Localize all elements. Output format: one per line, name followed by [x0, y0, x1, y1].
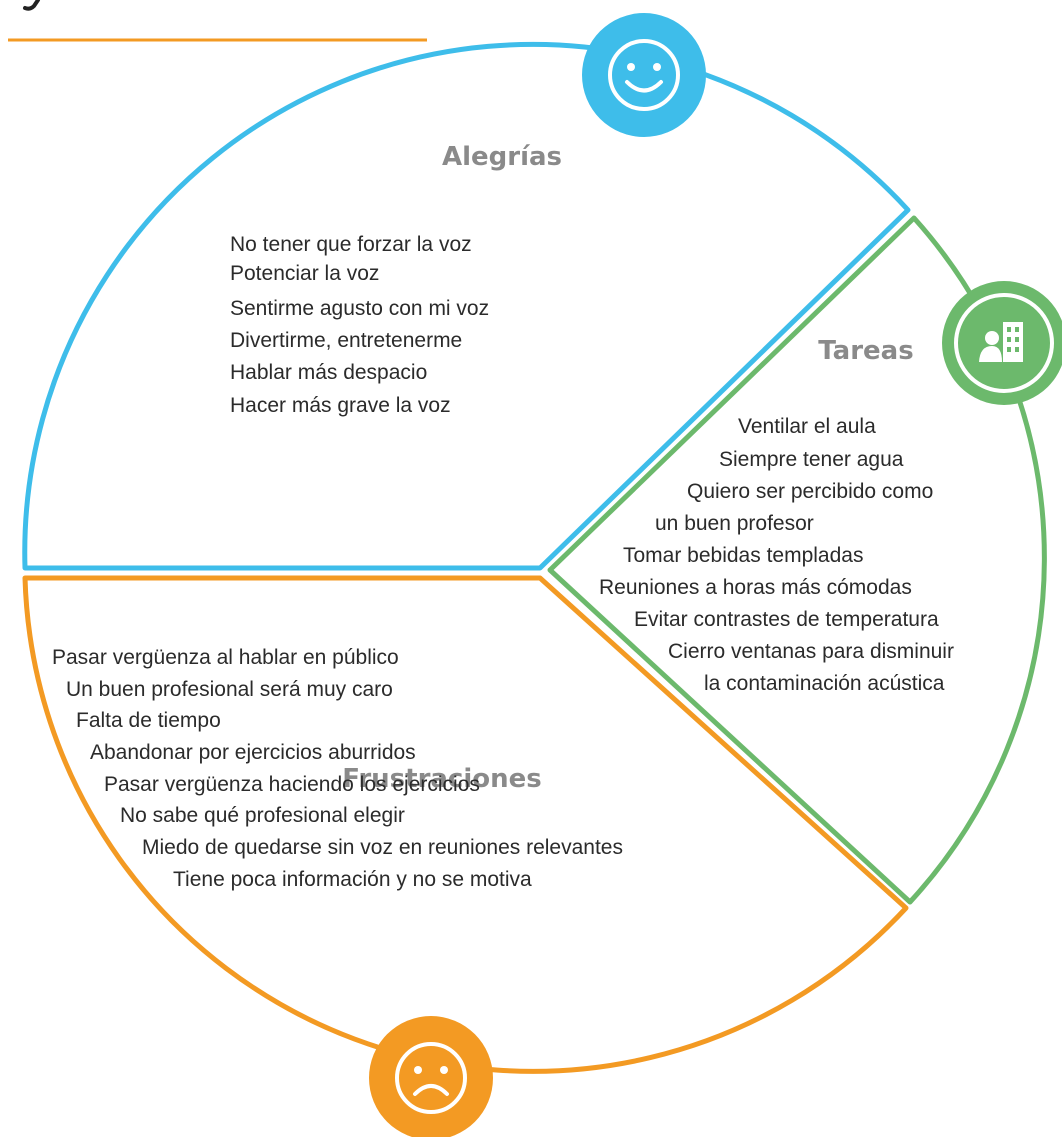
frustraciones-title: Frustraciones — [342, 764, 542, 794]
frustraciones-item: Miedo de quedarse sin voz en reuniones r… — [142, 836, 623, 859]
frustraciones-item: Pasar vergüenza haciendo los ejercicios — [104, 773, 480, 796]
tareas-item: la contaminación acústica — [704, 672, 945, 695]
tareas-item: Evitar contrastes de temperatura — [634, 608, 939, 631]
alegrias-title: Alegrías — [442, 142, 562, 172]
tareas-item: Quiero ser percibido como — [687, 480, 933, 503]
frustraciones-item: Pasar vergüenza al hablar en público — [52, 646, 399, 669]
heading-fragment-icon — [23, 0, 40, 11]
tareas-item: Ventilar el aula — [738, 415, 876, 438]
tareas-item: un buen profesor — [655, 512, 814, 535]
frustraciones-item: Falta de tiempo — [76, 709, 221, 732]
frustraciones-item: Abandonar por ejercicios aburridos — [90, 741, 416, 764]
frustraciones-region — [22, 575, 909, 1074]
alegrias-item: Sentirme agusto con mi voz — [230, 297, 489, 320]
frustraciones-item: Tiene poca información y no se motiva — [173, 868, 532, 891]
tareas-item: Cierro ventanas para disminuir — [668, 640, 954, 663]
tareas-title: Tareas — [818, 336, 913, 366]
alegrias-region — [22, 42, 911, 571]
sad-face-icon — [369, 1016, 493, 1137]
person-building-icon — [942, 281, 1062, 405]
smiley-icon — [582, 13, 706, 137]
tareas-item: Reuniones a horas más cómodas — [599, 576, 912, 599]
alegrias-item: Hacer más grave la voz — [230, 394, 451, 417]
alegrias-item: Potenciar la voz — [230, 262, 379, 285]
alegrias-item: Divertirme, entretenerme — [230, 329, 462, 352]
tareas-item: Tomar bebidas templadas — [623, 544, 863, 567]
tareas-item: Siempre tener agua — [719, 448, 904, 471]
frustraciones-item: Un buen profesional será muy caro — [66, 678, 393, 701]
alegrias-item: No tener que forzar la voz — [230, 233, 472, 256]
alegrias-item: Hablar más despacio — [230, 361, 427, 384]
frustraciones-item: No sabe qué profesional elegir — [120, 804, 405, 827]
